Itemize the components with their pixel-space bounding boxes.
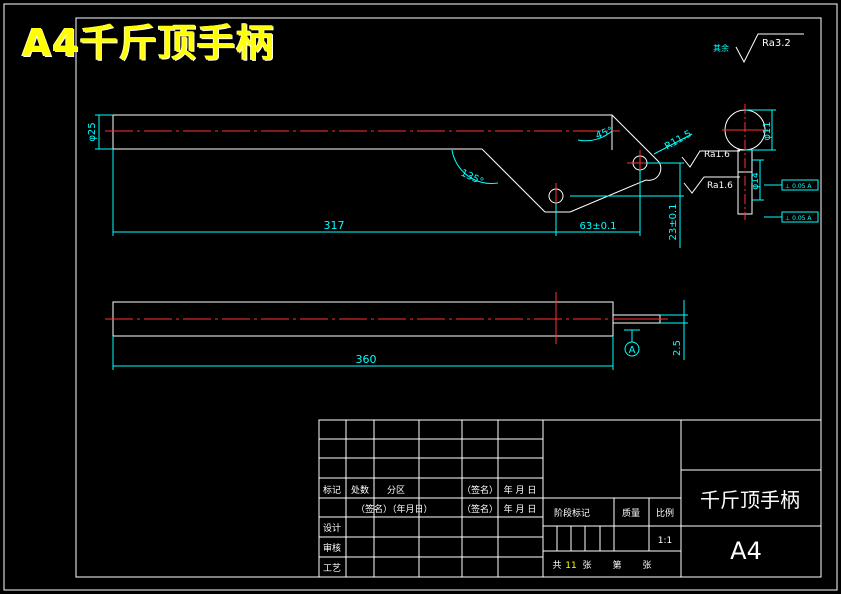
dim-360-text: 360	[356, 353, 377, 366]
tb-stage-mark: 阶段标记	[554, 507, 590, 519]
tb-process: 工艺	[323, 563, 341, 574]
tb-total-unit: 张	[582, 560, 591, 571]
handle-tip-arc	[645, 161, 662, 181]
roughness-note: 其余 Ra3.2	[713, 33, 804, 64]
tb-part-name: 千斤顶手柄	[700, 488, 800, 512]
handle-top-edge	[113, 114, 660, 163]
gdt-lower-frame	[781, 211, 819, 223]
roughness-symbol-icon	[735, 33, 804, 64]
tb-sign3: （签名）	[462, 503, 498, 515]
dim-45-arc	[577, 130, 613, 142]
tb-scale: 比例	[656, 507, 674, 519]
tb-sign2: （签名）	[356, 503, 392, 515]
dim-r115-text: R11.5	[663, 128, 694, 152]
gdt-upper-text: ⊥ 0.05 A	[785, 183, 812, 190]
surface-finish-lower-text: Ra1.6	[707, 181, 733, 191]
dim-23-text: 23±0.1	[668, 203, 679, 240]
tb-sheet-size: A4	[730, 537, 762, 565]
tb-sheet-unit: 张	[642, 560, 651, 571]
datum-letter: A	[629, 345, 636, 356]
dim-63-text: 63±0.1	[579, 221, 616, 232]
surface-finish-upper-text: Ra1.6	[704, 150, 730, 160]
dim-135-arc	[451, 149, 499, 185]
tb-total-prefix: 共	[552, 560, 561, 571]
banner-title: A4千斤顶手柄	[22, 21, 275, 65]
tb-rev-mark: 标记	[323, 484, 341, 496]
tb-rev-zone: 分区	[387, 485, 405, 496]
gdt-upper-frame	[781, 179, 819, 191]
tb-mass: 质量	[622, 507, 640, 519]
tb-sheet-prefix: 第	[612, 559, 621, 571]
tb-rev-date: 年 月 日	[504, 484, 537, 496]
roughness-note-prefix: 其余	[713, 43, 729, 53]
title-block	[318, 419, 822, 578]
roughness-note-value: Ra3.2	[762, 38, 791, 49]
dim-135-text: 135°	[459, 168, 485, 188]
surface-finish-lower-icon	[683, 176, 740, 194]
dim-d14-text: φ14	[751, 172, 761, 190]
dim-317-text: 317	[324, 219, 345, 232]
top-view: 360 2.5 A	[105, 292, 688, 370]
datum-circle-icon	[624, 341, 640, 357]
title-block-text: 标记 处数 分区 （签名） 年 月 日 （签名） （年月日） （签名） 年 月 …	[323, 484, 800, 574]
tb-rev-count: 处数	[351, 484, 369, 496]
tb-date2: （年月日）	[387, 503, 432, 515]
dim-d25-text: φ25	[87, 122, 98, 141]
tb-date3: 年 月 日	[504, 503, 537, 515]
front-view: φ25 45° 135° R11.5 317 63±0.1 23±0.1 Ra1…	[87, 104, 819, 248]
tb-total-sheets: 11	[565, 561, 576, 571]
tb-design: 设计	[323, 522, 341, 534]
dim-25-text: 2.5	[672, 340, 683, 356]
surface-finish-upper-icon	[681, 150, 740, 168]
dim-r115-leader	[653, 133, 693, 155]
dim-d11-text: φ11	[762, 121, 773, 140]
tb-review: 审核	[323, 542, 341, 554]
tb-rev-sign: （签名）	[462, 484, 498, 496]
handle-bend-lower	[481, 148, 546, 213]
outer-frame	[3, 3, 838, 591]
tb-scale-value: 1:1	[658, 536, 672, 546]
gdt-lower-text: ⊥ 0.05 A	[785, 215, 812, 222]
